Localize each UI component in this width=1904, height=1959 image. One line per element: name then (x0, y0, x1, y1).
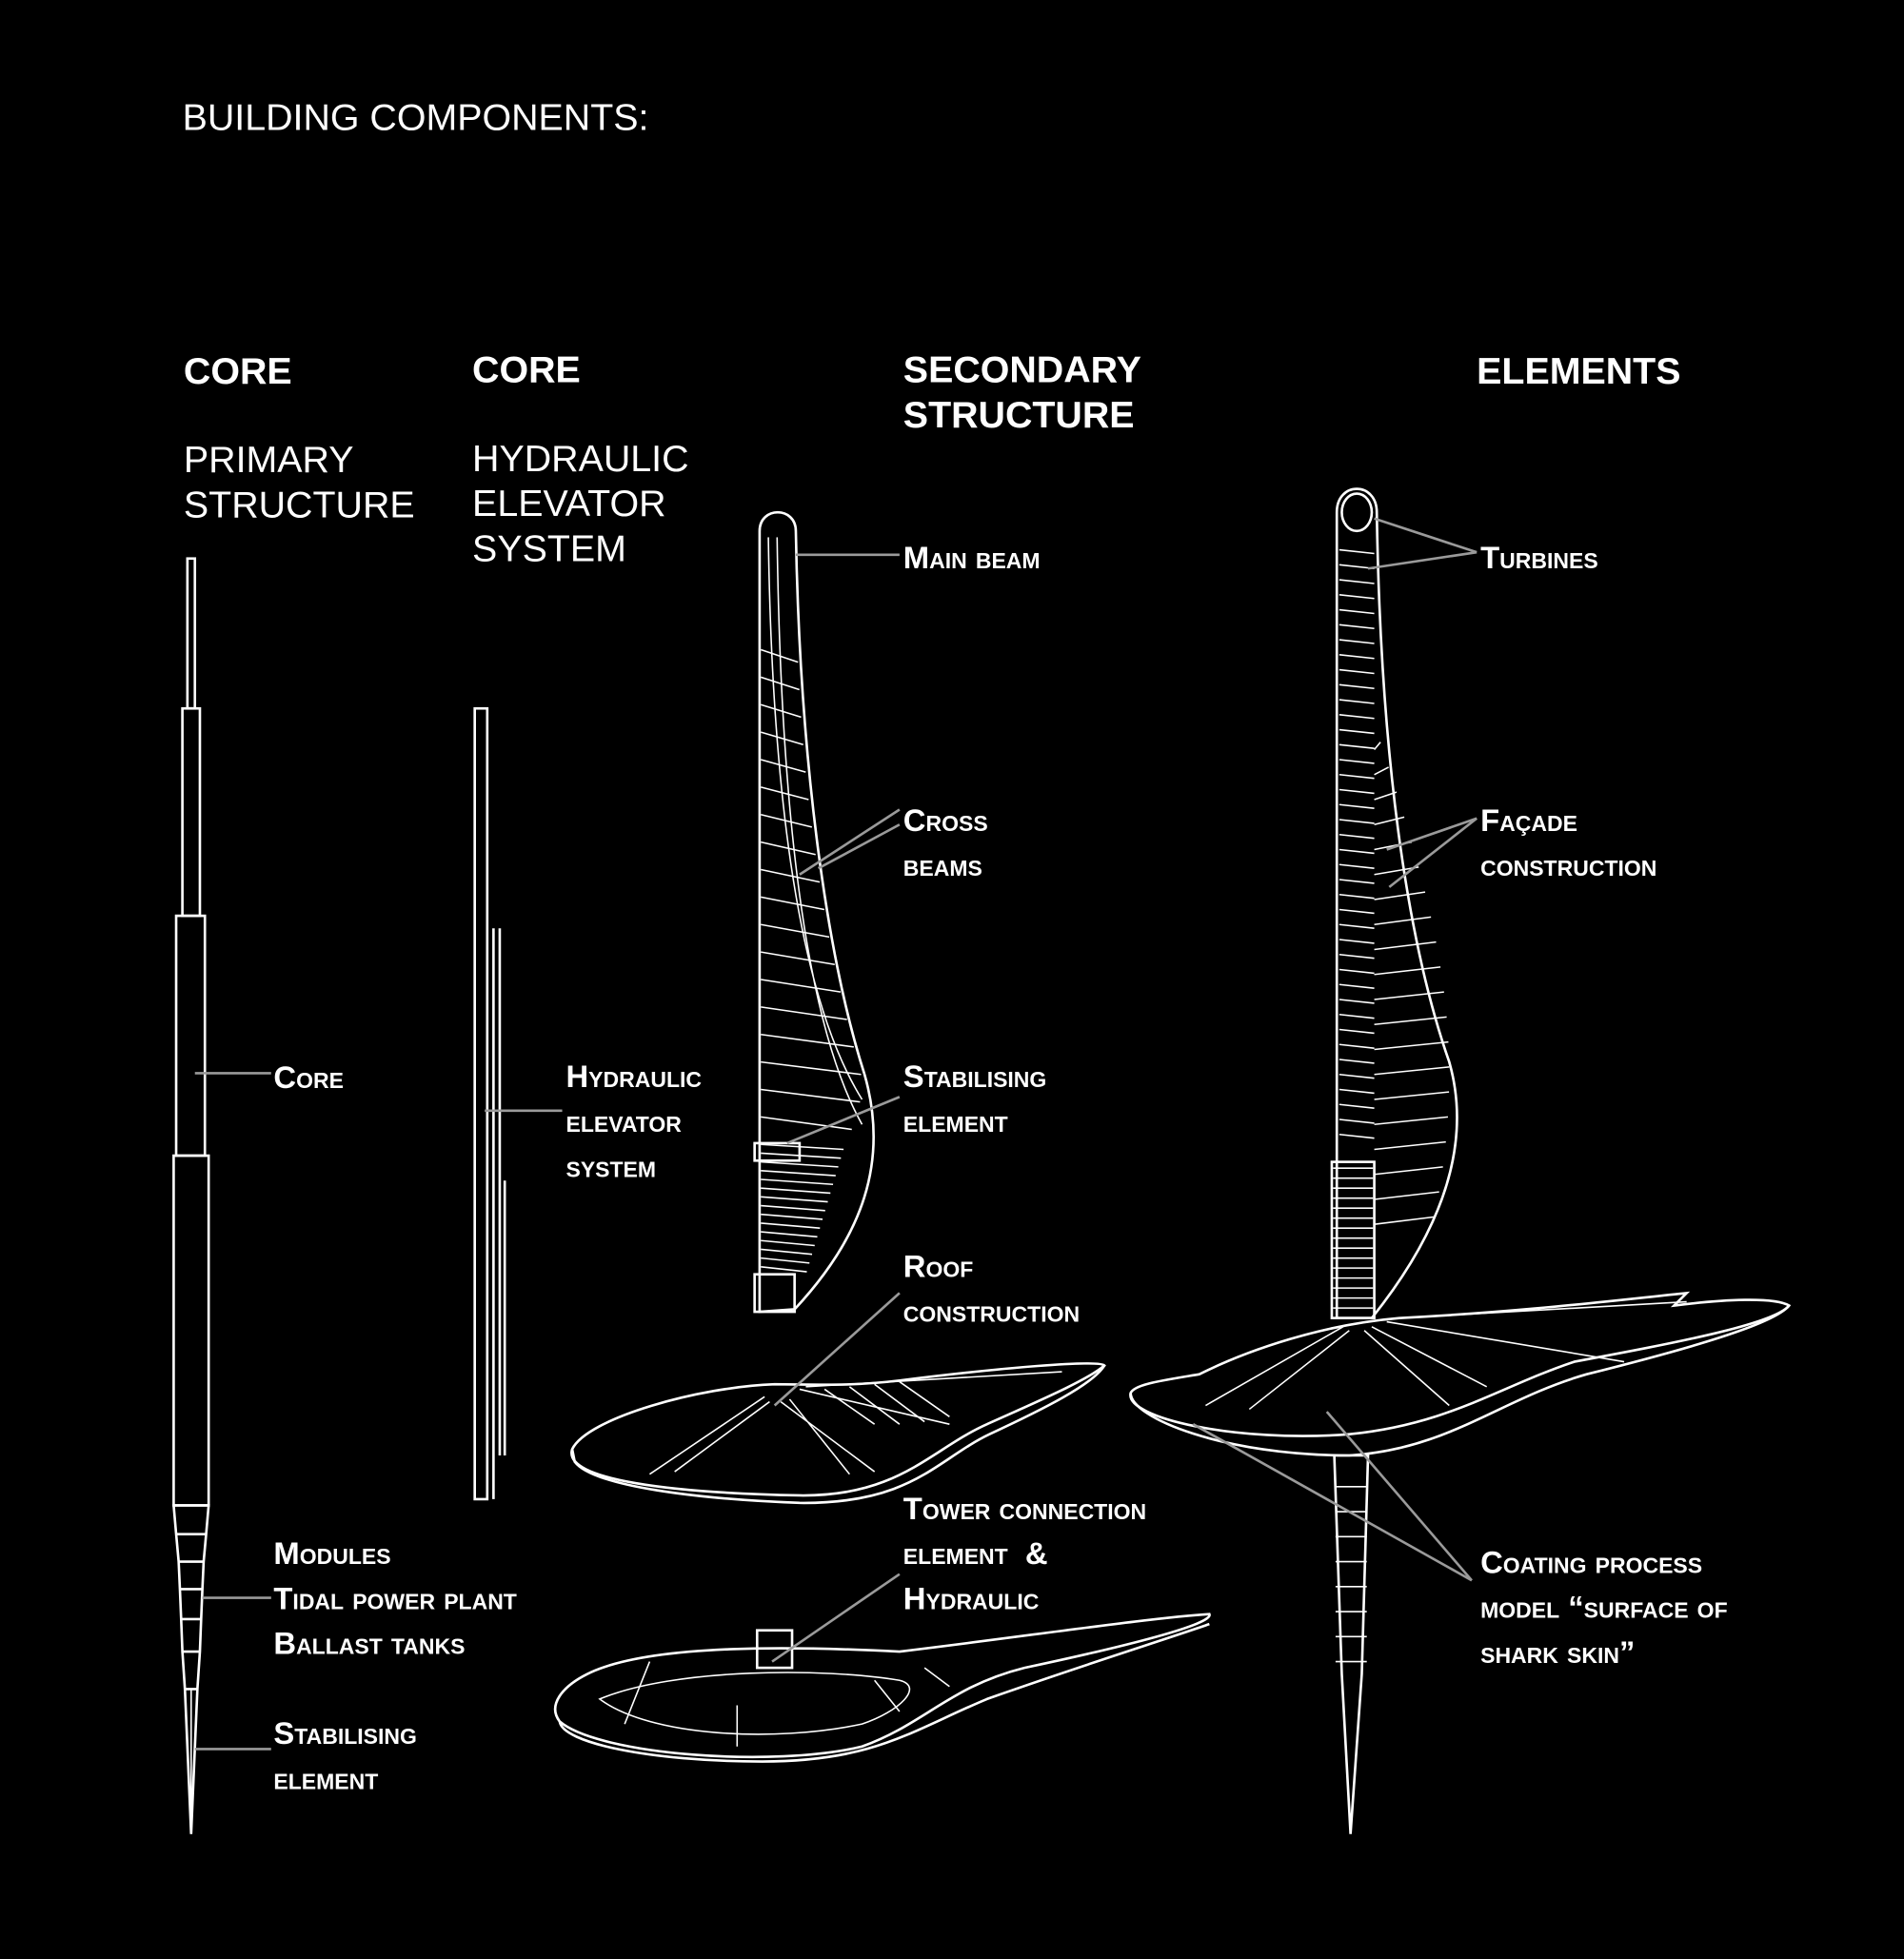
col3-heading-2: STRUCTURE (903, 394, 1135, 436)
diagram-title: BUILDING COMPONENTS: (183, 97, 649, 139)
label-roof-construction: construction (903, 1294, 1080, 1329)
secondary-structure-drawing (753, 510, 875, 1314)
label-coating-process: Coating process (1480, 1544, 1702, 1579)
label-element-1: element (273, 1760, 378, 1795)
label-roof: Roof (903, 1248, 974, 1283)
col2-sub-3: SYSTEM (472, 527, 626, 569)
col1-sub-1: PRIMARY (184, 439, 354, 481)
label-cross: Cross (903, 802, 988, 838)
label-hydraulic-2: Hydraulic (903, 1580, 1040, 1615)
label-element-and: element & (903, 1535, 1048, 1571)
hydraulic-elevator-drawing (473, 706, 506, 1501)
col2-heading: CORE (472, 349, 581, 391)
label-facade: Façade (1480, 802, 1577, 838)
label-modules: Modules (273, 1535, 390, 1571)
primary-core-drawing (171, 557, 210, 1834)
label-facade-construction: construction (1480, 847, 1656, 882)
col2-sub-1: HYDRAULIC (472, 438, 688, 480)
roof-construction-drawing (570, 1362, 1106, 1505)
label-core: Core (273, 1059, 344, 1095)
label-main-beam: Main beam (903, 540, 1041, 575)
label-surface-of: model “surface of (1480, 1590, 1728, 1625)
col4-heading: ELEMENTS (1477, 350, 1680, 392)
col1-sub-2: STRUCTURE (184, 484, 415, 525)
col3-heading-1: SECONDARY (903, 349, 1141, 391)
label-ballast-tanks: Ballast tanks (273, 1626, 465, 1661)
label-tower-connection: Tower connection (903, 1491, 1146, 1526)
label-element-2: element (903, 1103, 1008, 1138)
col1-heading: CORE (184, 350, 292, 392)
label-hydraulic: Hydraulic (565, 1059, 702, 1094)
col2-sub-2: ELEVATOR (472, 483, 665, 524)
label-turbines: Turbines (1480, 540, 1598, 575)
label-shark-skin: shark skin” (1480, 1634, 1635, 1670)
elements-tower-drawing (1129, 487, 1792, 1834)
label-beams: beams (903, 847, 982, 882)
label-system: system (565, 1148, 656, 1183)
label-tidal-power-plant: Tidal power plant (273, 1580, 516, 1615)
label-stabilising-1: Stabilising (273, 1715, 417, 1751)
tower-connection-drawing (553, 1613, 1211, 1763)
label-stabilising-2: Stabilising (903, 1059, 1046, 1094)
label-elevator: elevator (565, 1103, 682, 1138)
